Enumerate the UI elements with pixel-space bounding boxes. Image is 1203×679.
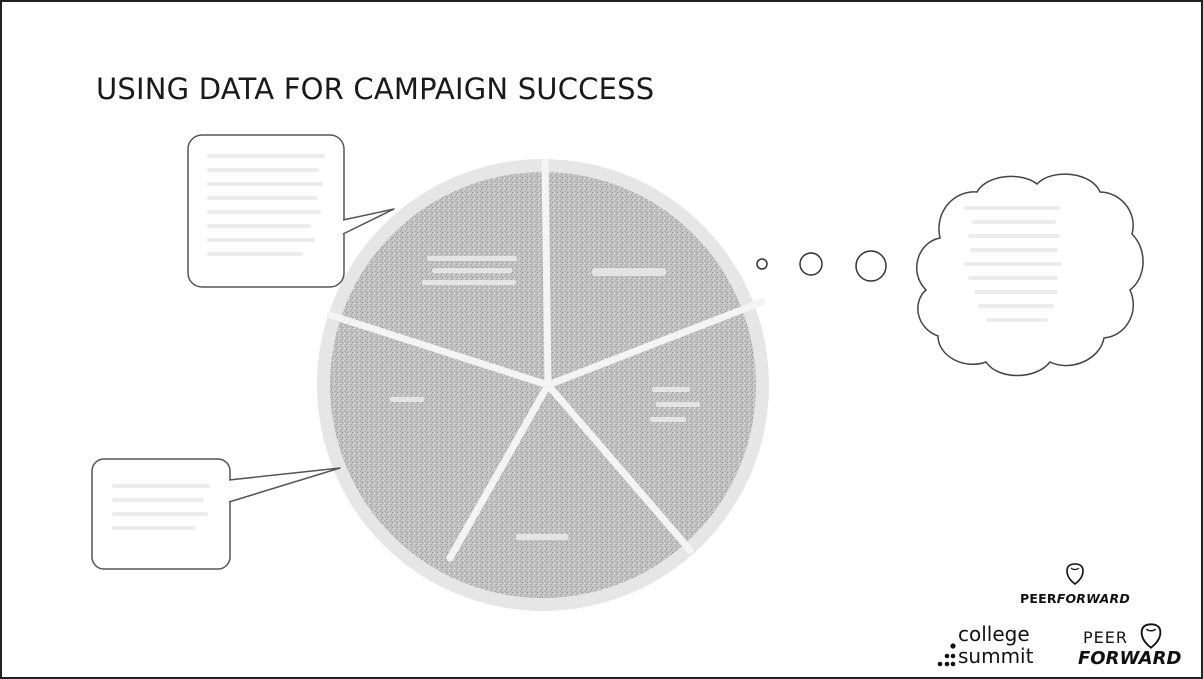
thought-bubble-dots bbox=[756, 250, 887, 282]
pie-divider bbox=[544, 381, 694, 554]
callout-text-marks bbox=[207, 154, 325, 256]
peerforward-wordmark: PEERFORWARD bbox=[1020, 591, 1130, 606]
summit-word: summit bbox=[958, 644, 1034, 668]
callout-pointer bbox=[228, 467, 341, 503]
thought-dot bbox=[756, 258, 768, 270]
thought-cloud bbox=[915, 173, 1144, 377]
college-summit-logo: college summit bbox=[928, 622, 1040, 670]
peer-forward-logo: PEER FORWARD bbox=[1078, 622, 1198, 672]
shield-icon bbox=[1140, 623, 1162, 649]
dots-icon bbox=[937, 643, 956, 667]
shield-icon bbox=[1066, 563, 1084, 586]
segment-label-marks bbox=[390, 256, 700, 540]
callout-top-left bbox=[187, 134, 395, 288]
pie-divider bbox=[326, 311, 552, 389]
slide-title: USING DATA FOR CAMPAIGN SUCCESS bbox=[96, 72, 655, 106]
peer-word: PEER bbox=[1083, 628, 1128, 647]
peerforward-logo-small: PEERFORWARD bbox=[1010, 562, 1140, 606]
pie-divider bbox=[544, 298, 766, 389]
forward-word: FORWARD bbox=[1078, 648, 1182, 669]
pie-divider bbox=[541, 158, 552, 389]
callout-pointer bbox=[342, 208, 395, 235]
thought-dot bbox=[799, 252, 823, 276]
college-word: college bbox=[958, 622, 1030, 646]
cloud-text-marks bbox=[964, 206, 1062, 322]
pie-dividers bbox=[326, 158, 766, 562]
callout-text-marks bbox=[112, 484, 210, 530]
pie-divider bbox=[446, 381, 552, 562]
callout-bottom-left bbox=[91, 458, 341, 570]
thought-dot bbox=[855, 250, 887, 282]
cloud-shape bbox=[915, 173, 1144, 377]
